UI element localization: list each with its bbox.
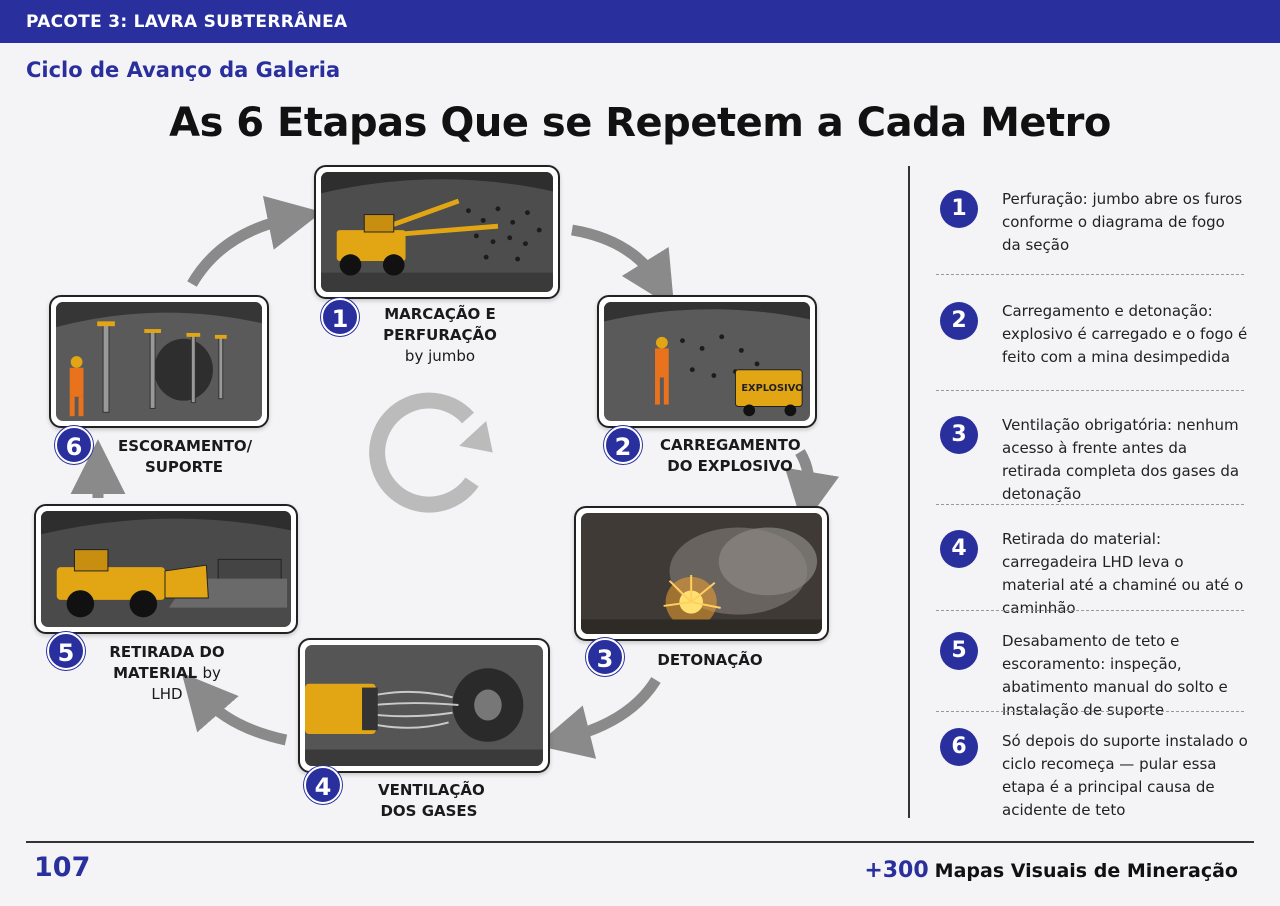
detail-4-text: Retirada do material: carregadeira LHD l… xyxy=(1002,530,1244,617)
package-label: PACOTE 3: LAVRA SUBTERRÂNEA xyxy=(26,12,348,32)
arrow-1-to-2 xyxy=(571,224,675,309)
page-title: As 6 Etapas Que se Repetem a Cada Metro xyxy=(169,100,1111,146)
step-2-badge: 2 xyxy=(604,426,642,464)
step-3-illustration xyxy=(574,506,829,641)
step-2-illustration: EXPLOSIVO xyxy=(597,295,817,428)
detail-separator xyxy=(936,504,1244,505)
detail-separator xyxy=(936,610,1244,611)
step-3-badge: 3 xyxy=(586,638,624,676)
detail-3-text: Ventilação obrigatória: nenhum acesso à … xyxy=(1002,416,1240,503)
detail-5-badge: 5 xyxy=(940,632,978,670)
step-4-illustration xyxy=(298,638,550,773)
step-1-badge: 1 xyxy=(321,298,359,336)
step-1-label: MARCAÇÃO E PERFURAÇÃO by jumbo xyxy=(383,305,497,365)
step-6-label: ESCORAMENTO/ SUPORTE xyxy=(118,437,253,476)
vertical-divider xyxy=(908,166,910,818)
detail-5-text: Desabamento de teto e escoramento: inspe… xyxy=(1002,632,1228,719)
cycle-icon xyxy=(369,392,493,513)
detail-separator xyxy=(936,390,1244,391)
detail-1-text: Perfuração: jumbo abre os furos conforme… xyxy=(1002,190,1243,254)
step-5-badge: 5 xyxy=(47,632,85,670)
step-3-label: DETONAÇÃO xyxy=(657,651,763,669)
footer-divider xyxy=(26,841,1254,843)
step-2-label: CARREGAMENTO DO EXPLOSIVO xyxy=(660,436,801,475)
step-1-illustration xyxy=(314,165,560,299)
arrow-4-to-5 xyxy=(181,672,288,746)
header-bar: PACOTE 3: LAVRA SUBTERRÂNEA xyxy=(0,0,1280,43)
explosive-sign: EXPLOSIVO xyxy=(741,383,803,394)
detail-6-text: Só depois do suporte instalado o ciclo r… xyxy=(1002,732,1248,819)
detail-separator xyxy=(936,711,1244,712)
step-4-label: VENTILAÇÃO DOS GASES xyxy=(378,781,485,820)
step-6-illustration xyxy=(49,295,269,428)
brand-count: +300 xyxy=(864,858,929,883)
detail-3-badge: 3 xyxy=(940,416,978,454)
arrow-3-to-4 xyxy=(536,676,661,759)
detail-2-badge: 2 xyxy=(940,302,978,340)
page-number: 107 xyxy=(34,852,91,883)
step-6-badge: 6 xyxy=(55,426,93,464)
step-5-label: RETIRADA DO MATERIAL by LHD xyxy=(109,643,225,703)
detail-1-badge: 1 xyxy=(940,190,978,228)
arrow-2-to-3 xyxy=(784,449,840,527)
detail-6-badge: 6 xyxy=(940,728,978,766)
detail-4-badge: 4 xyxy=(940,530,978,568)
step-5-illustration xyxy=(34,504,298,634)
section-subtitle: Ciclo de Avanço da Galeria xyxy=(26,58,341,82)
step-4-badge: 4 xyxy=(304,766,342,804)
detail-2-text: Carregamento e detonação: explosivo é ca… xyxy=(1002,302,1248,366)
detail-separator xyxy=(936,274,1244,275)
cycle-arrows xyxy=(70,195,840,759)
arrow-6-to-1 xyxy=(187,195,323,287)
brand-name: Mapas Visuais de Mineração xyxy=(934,860,1238,882)
